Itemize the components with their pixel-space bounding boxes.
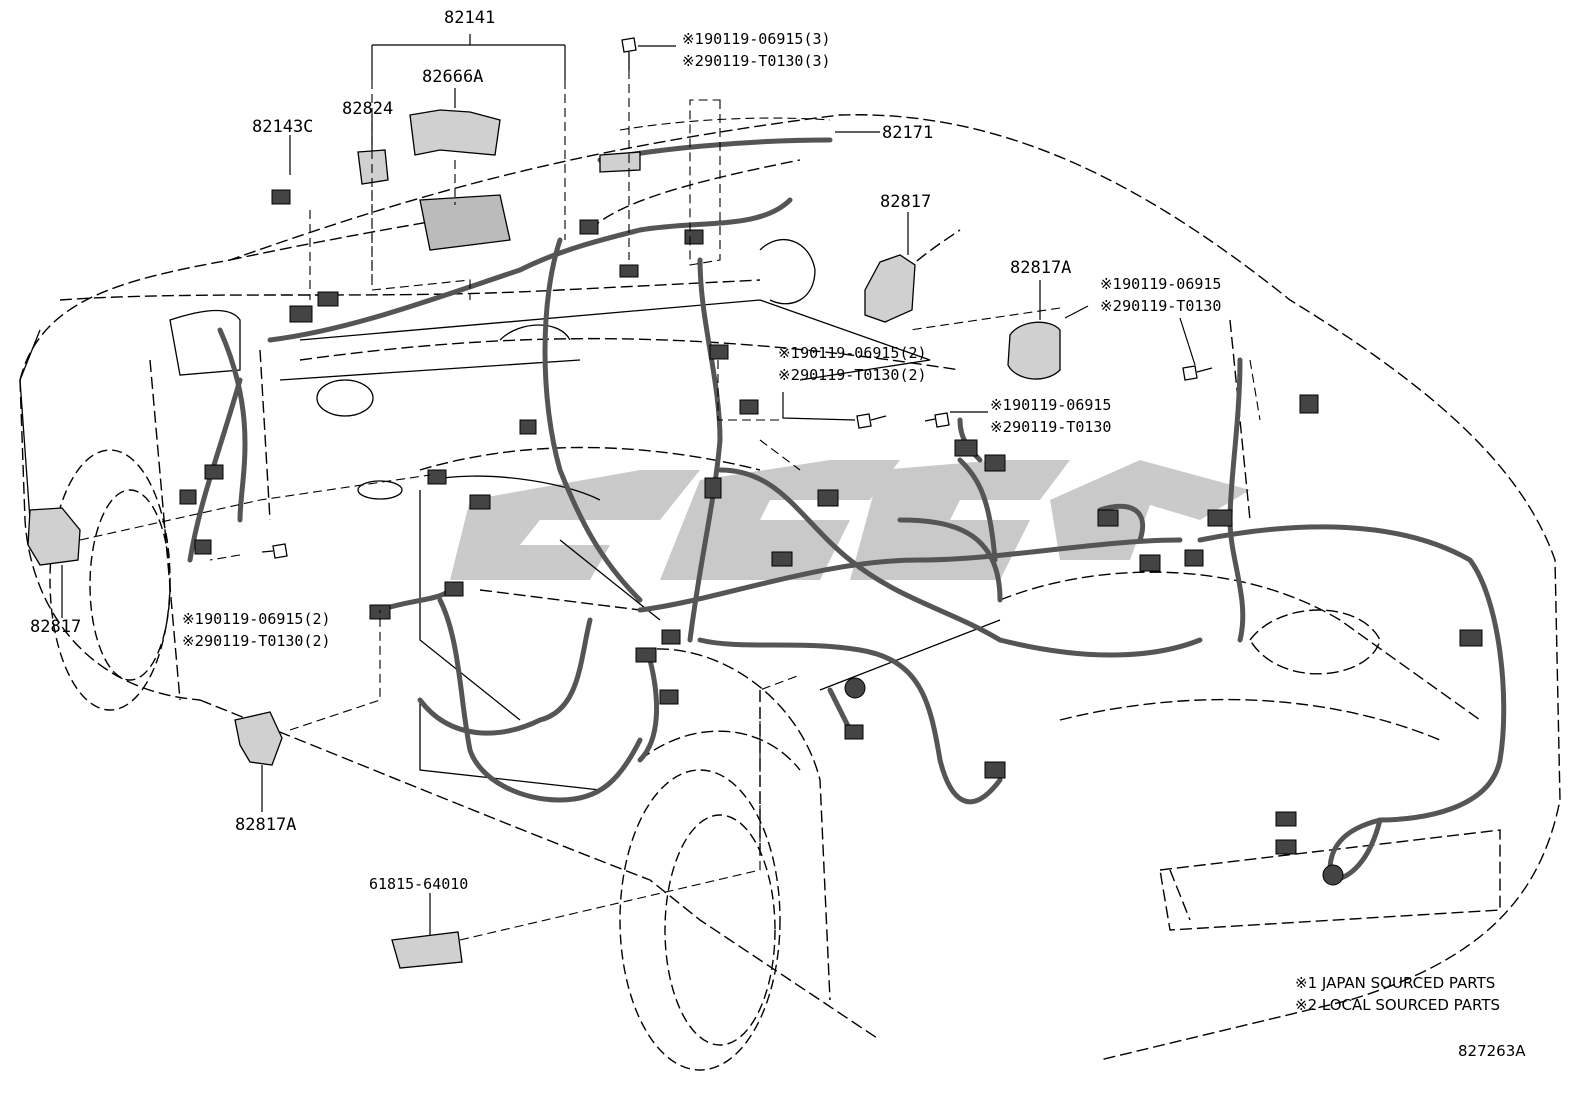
interior-lines (19, 239, 1001, 791)
leader-lines (61, 34, 1196, 935)
part-number-82817-right: 82817 (880, 192, 932, 212)
part-number-82817a-right: 82817A (1010, 258, 1072, 278)
bolt-right-mid-local: ※290119-T0130 (990, 418, 1112, 436)
bolt-right-upper-japan: ※190119-06915 (1100, 275, 1222, 293)
part-number-82817a-left: 82817A (235, 815, 297, 835)
part-number-82666a: 82666A (422, 67, 484, 87)
wheel-outlines (49, 449, 781, 1071)
diagram-id: 827263A (1458, 1042, 1526, 1060)
part-number-82143c: 82143C (252, 117, 314, 137)
legend-local-sourced: ※2 LOCAL SOURCED PARTS (1295, 996, 1501, 1014)
connectors (179, 189, 1483, 886)
part-number-82817-left: 82817 (30, 617, 82, 637)
bolt-top-local: ※290119-T0130(3) (682, 52, 831, 70)
part-number-82824: 82824 (342, 99, 394, 119)
bolt-center-japan: ※190119-06915(2) (778, 344, 927, 362)
bolt-left-low-japan: ※190119-06915(2) (182, 610, 331, 628)
legend-japan-sourced: ※1 JAPAN SOURCED PARTS (1295, 974, 1496, 992)
bolt-top-japan: ※190119-06915(3) (682, 30, 831, 48)
bolts (261, 37, 1213, 559)
bolt-center-local: ※290119-T0130(2) (778, 366, 927, 384)
wire-harness (187, 137, 1507, 883)
car-body-outline (19, 114, 1561, 1061)
bolt-right-upper-local: ※290119-T0130 (1100, 297, 1222, 315)
part-number-82171: 82171 (882, 123, 934, 143)
bolt-left-low-local: ※290119-T0130(2) (182, 632, 331, 650)
dashed-leader-lines (79, 70, 1261, 941)
bolt-right-mid-japan: ※190119-06915 (990, 396, 1112, 414)
part-number-61815-64010: 61815-64010 (369, 875, 469, 893)
components (27, 109, 1061, 969)
watermark-logo (450, 460, 1250, 580)
part-number-82141: 82141 (444, 8, 496, 28)
